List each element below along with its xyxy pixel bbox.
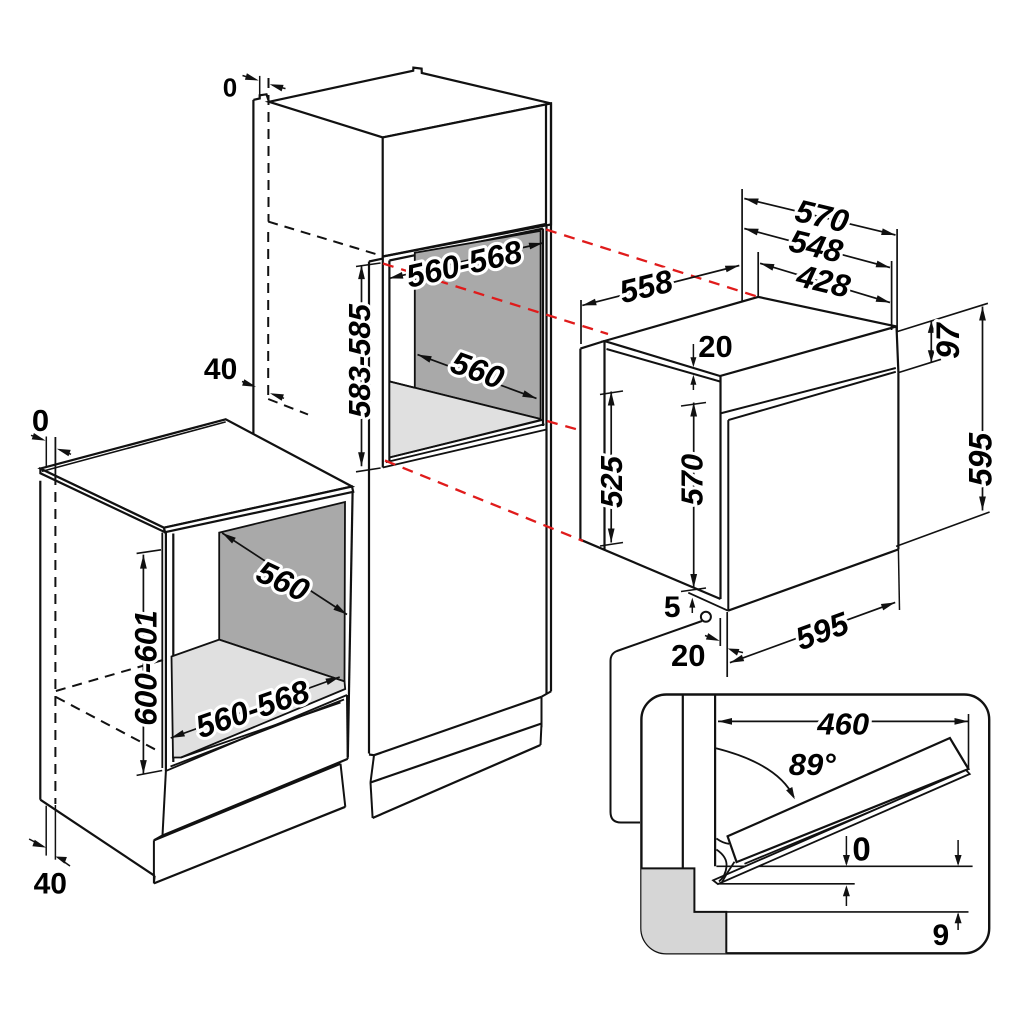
svg-text:583-585: 583-585 [342, 303, 377, 418]
svg-text:9: 9 [933, 919, 950, 952]
svg-text:0: 0 [32, 403, 49, 438]
svg-text:20: 20 [671, 638, 705, 673]
svg-text:0: 0 [852, 830, 870, 867]
svg-text:525: 525 [594, 455, 629, 507]
svg-text:595: 595 [963, 432, 999, 487]
svg-text:89°: 89° [789, 747, 836, 782]
svg-text:97: 97 [930, 321, 966, 359]
svg-text:5: 5 [664, 591, 681, 624]
svg-text:570: 570 [675, 454, 710, 506]
svg-text:40: 40 [34, 867, 67, 900]
svg-text:600-601: 600-601 [128, 610, 164, 726]
svg-text:0: 0 [223, 73, 237, 103]
svg-text:20: 20 [698, 329, 732, 364]
svg-text:460: 460 [816, 707, 869, 742]
svg-text:40: 40 [204, 353, 237, 386]
